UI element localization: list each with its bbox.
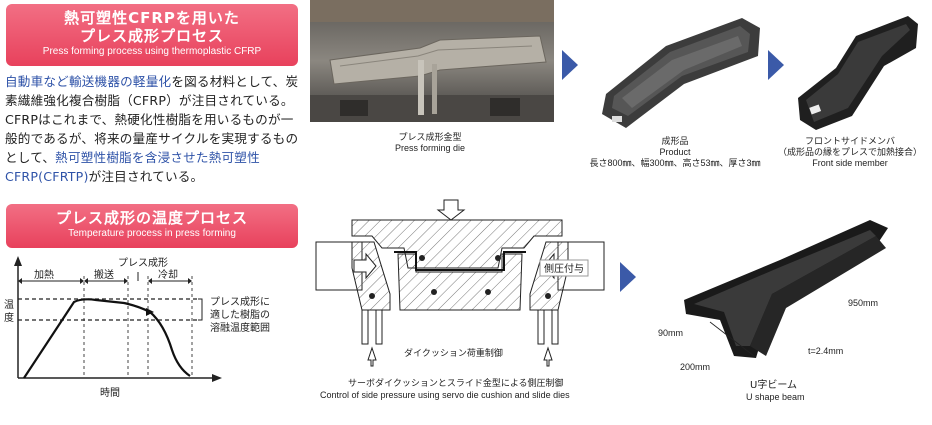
range-label-3: 溶融温度範囲 bbox=[210, 321, 270, 334]
member-caption-en: Front side member bbox=[812, 158, 888, 168]
paragraph-text: が注目されている。 bbox=[88, 169, 204, 184]
die-diagram-caption-en: Control of side pressure using servo die… bbox=[320, 390, 570, 400]
banner2-title-en: Temperature process in press forming bbox=[68, 228, 236, 239]
highlighted-text: 自動車など輸送機器の軽量化 bbox=[5, 74, 172, 89]
paragraph-text: を図る材料として、炭素繊維強化複合樹脂（CFRP）が注目されている。CFRPはこ… bbox=[5, 74, 299, 165]
arrow-right-icon bbox=[620, 262, 636, 292]
beam-length-label: 950mm bbox=[848, 298, 878, 308]
banner2-title-jp: プレス成形の温度プロセス bbox=[55, 209, 248, 227]
product-photo bbox=[592, 10, 762, 130]
section-banner-press-forming: 熱可塑性CFRPを用いた プレス成形プロセス Press forming pro… bbox=[6, 4, 298, 66]
phase-label-forming: プレス成形 bbox=[118, 257, 168, 269]
range-label-1: プレス成形に bbox=[210, 296, 270, 308]
phase-label-transfer: 搬送 bbox=[94, 268, 114, 281]
section-banner-temperature: プレス成形の温度プロセス Temperature process in pres… bbox=[6, 204, 298, 248]
temperature-process-chart: 加熱 搬送 プレス成形 冷却 温 度 時間 プレス成形に 適した樹脂の 溶融温度… bbox=[4, 256, 270, 399]
highlighted-text: 熱可塑性樹脂を含浸させた熱可塑性CFRP(CFRTP) bbox=[5, 150, 260, 184]
beam-caption-en: U shape beam bbox=[746, 392, 805, 402]
member-caption-jp1: フロントサイドメンバ bbox=[804, 136, 895, 146]
intro-paragraph: 自動車など輸送機器の軽量化を図る材料として、炭素繊維強化複合樹脂（CFRP）が注… bbox=[5, 72, 299, 186]
x-axis-label: 時間 bbox=[100, 387, 120, 399]
die-caption-jp: プレス成形金型 bbox=[398, 132, 462, 142]
beam-caption-jp: U字ビーム bbox=[750, 378, 797, 391]
banner-title-en: Press forming process using thermoplasti… bbox=[42, 46, 262, 57]
beam-thickness-label: t=2.4mm bbox=[808, 346, 843, 356]
phase-label-cooling: 冷却 bbox=[158, 268, 178, 281]
side-pressure-die-diagram: 側圧付与 ダイクッション荷重制御 サーボダイクッションとスライド金型による側圧制… bbox=[315, 199, 605, 400]
side-pressure-label: 側圧付与 bbox=[544, 262, 584, 275]
member-caption-jp2: （成形品の縁をプレスで加熱接合） bbox=[777, 147, 922, 157]
die-cushion-label: ダイクッション荷重制御 bbox=[404, 347, 503, 358]
die-caption-en: Press forming die bbox=[394, 143, 466, 153]
y-axis-label-2: 度 bbox=[4, 311, 14, 324]
range-label-2: 適した樹脂の bbox=[210, 308, 270, 321]
press-die-photo bbox=[310, 0, 554, 122]
phase-label-heating: 加熱 bbox=[34, 268, 54, 281]
beam-height-label: 90mm bbox=[658, 328, 683, 338]
arrow-right-icon bbox=[562, 50, 578, 80]
product-caption-jp: 成形品 bbox=[661, 136, 689, 146]
arrow-right-icon bbox=[768, 50, 784, 80]
banner-title-jp-line2: プレス成形プロセス bbox=[79, 27, 224, 45]
banner-title-jp-line1: 熱可塑性CFRPを用いた bbox=[64, 9, 240, 27]
product-dimensions: 長さ800㎜、幅300㎜、高さ53㎜、厚さ3㎜ bbox=[589, 158, 761, 168]
die-diagram-caption-jp: サーボダイクッションとスライド金型による側圧制御 bbox=[348, 377, 564, 388]
y-axis-label-1: 温 bbox=[4, 299, 14, 311]
product-caption-en: Product bbox=[659, 147, 691, 157]
u-shape-beam-photo: 950mm 90mm 200mm t=2.4mm U字ビーム U shape b… bbox=[658, 220, 888, 402]
front-side-member-photo bbox=[796, 12, 922, 132]
beam-width-label: 200mm bbox=[680, 362, 710, 372]
